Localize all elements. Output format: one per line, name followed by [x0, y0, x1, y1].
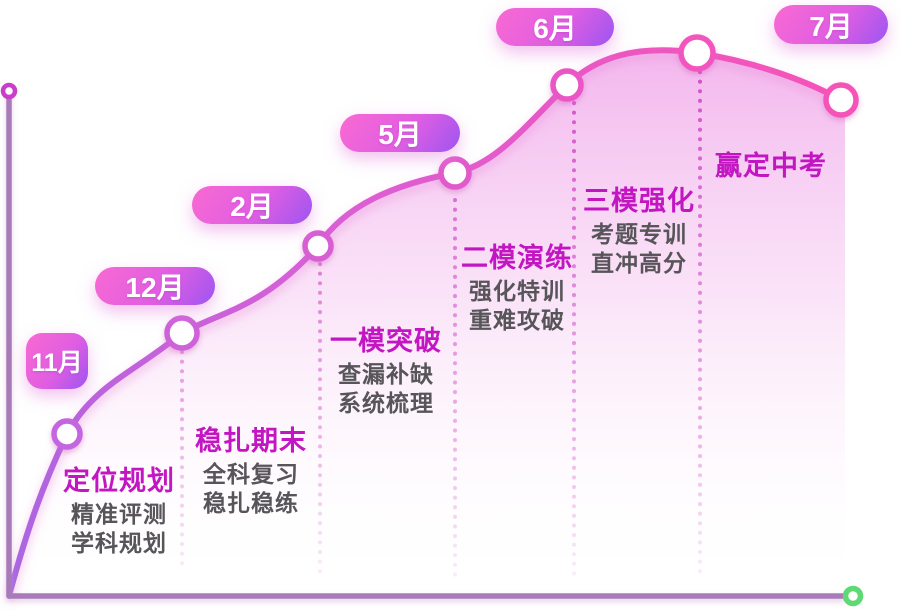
- month-badge-dec: 12月: [95, 267, 215, 305]
- stage-subtitle-line: 查漏补缺: [338, 361, 434, 387]
- area-fill: [10, 50, 845, 593]
- stage-block-finals: 稳扎期末 全科复习 稳扎稳练: [189, 426, 313, 518]
- y-axis-top-ring-icon: [0, 82, 18, 100]
- trend-curve: [7, 47, 844, 595]
- marker-nov: [51, 418, 83, 450]
- stage-block-win-exam: 赢定中考: [706, 151, 836, 181]
- stage-subtitle-line: 全科复习: [203, 461, 299, 487]
- stage-subtitle-line: 系统梳理: [338, 390, 434, 416]
- stage-block-mock3: 三模强化 考题专训 直冲高分: [577, 186, 701, 278]
- stage-block-mock1: 一模突破 查漏补缺 系统梳理: [324, 326, 448, 418]
- stage-title: 稳扎期末: [195, 426, 307, 456]
- dotted-guides: [180, 70, 702, 582]
- month-badge-jun: 6月: [496, 8, 614, 46]
- month-badge-nov: 11月: [26, 333, 88, 389]
- curve-markers: [51, 34, 859, 450]
- stage-title: 二模演练: [461, 243, 573, 273]
- stage-subtitle-line: 稳扎稳练: [203, 490, 299, 516]
- month-badge-feb: 2月: [192, 186, 312, 224]
- stage-block-mock2: 二模演练 强化特训 重难攻破: [455, 243, 579, 335]
- stage-subtitle-line: 强化特训: [469, 278, 565, 304]
- x-axis-end-green-ring-icon: [842, 585, 864, 607]
- marker-jun: [550, 68, 584, 102]
- stage-subtitle-line: 精准评测: [71, 501, 167, 527]
- stage-block-positioning: 定位规划 精准评测 学科规划: [56, 466, 182, 558]
- axes: [6, 88, 846, 599]
- stage-subtitle-line: 学科规划: [71, 530, 167, 556]
- stage-subtitle-line: 重难攻破: [469, 307, 565, 333]
- stage-title: 赢定中考: [715, 151, 827, 181]
- month-badge-jul: 7月: [774, 5, 888, 44]
- marker-feb: [302, 230, 334, 262]
- marker-peak: [678, 34, 716, 72]
- stage-title: 三模强化: [583, 186, 695, 216]
- stage-subtitle-line: 直冲高分: [591, 250, 687, 276]
- stage-title: 一模突破: [330, 326, 442, 356]
- marker-may: [438, 156, 472, 190]
- month-badge-may: 5月: [340, 114, 460, 152]
- stage-title: 定位规划: [63, 466, 175, 496]
- marker-dec: [164, 315, 200, 351]
- marker-jul-end: [823, 82, 859, 118]
- stage-subtitle-line: 考题专训: [591, 221, 687, 247]
